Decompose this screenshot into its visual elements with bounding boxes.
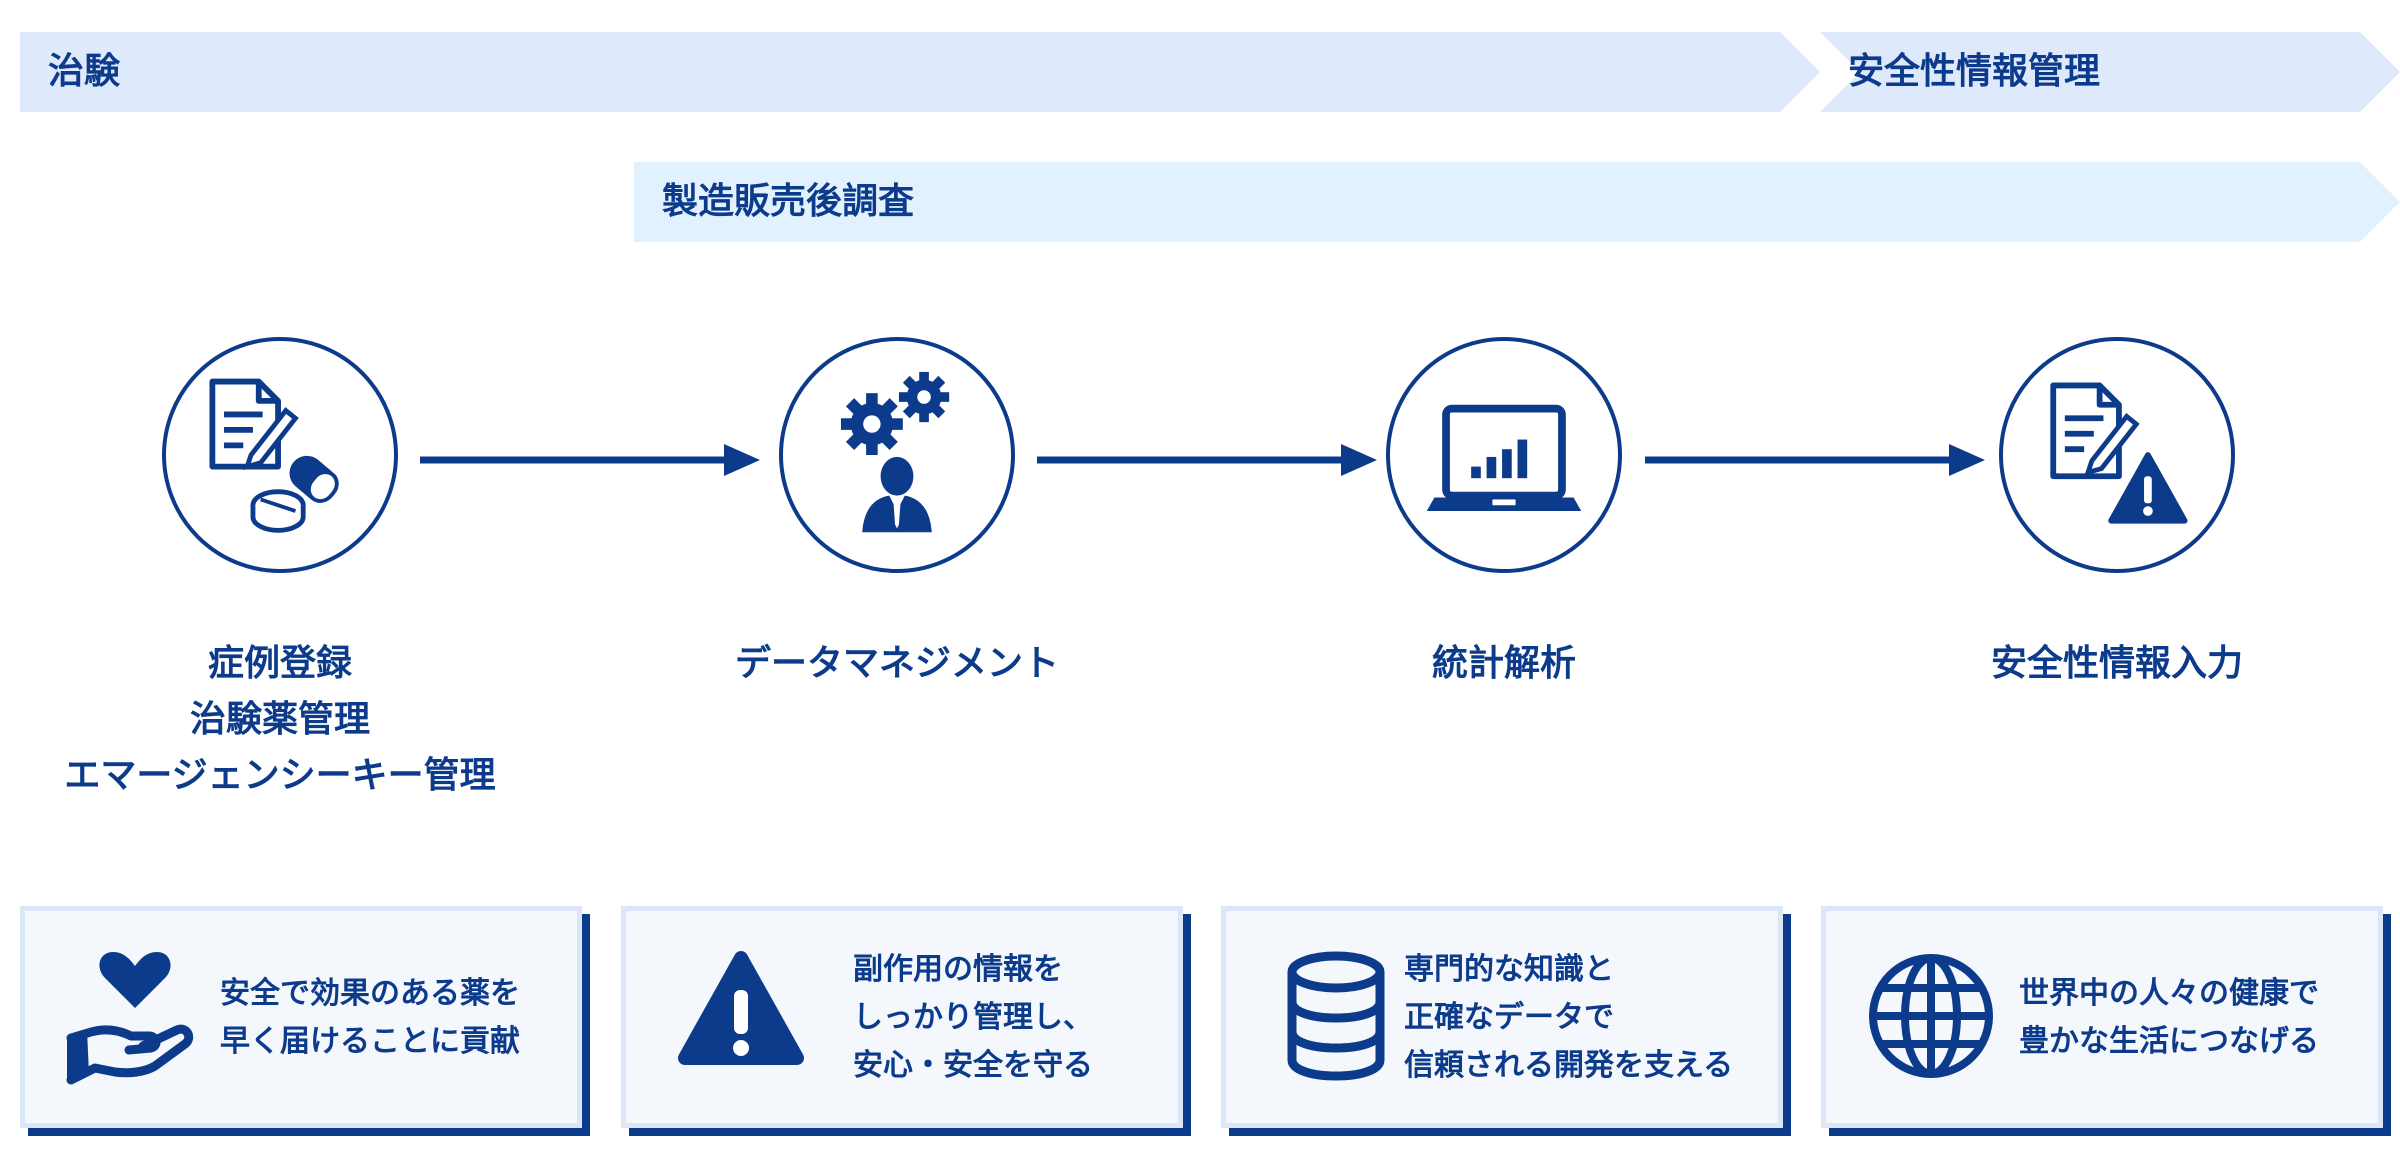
flow-arrow-2 [1037, 444, 1377, 476]
benefit-card-text: 専門的な知識と 正確なデータで 信頼される開発を支える [1404, 946, 1733, 1090]
step-label-data-management: データマネジメント [597, 636, 1197, 692]
benefit-line: 世界中の人々の健康で [2019, 976, 2319, 1011]
step-label-safety-input: 安全性情報入力 [1817, 636, 2400, 692]
step-label-line: 症例登録 [207, 643, 352, 684]
step-label-case-registration: 症例登録 治験薬管理 エマージェンシーキー管理 [0, 636, 580, 804]
flow-arrow-1 [420, 444, 760, 476]
step-label-line: データマネジメント [734, 643, 1059, 684]
benefit-card-2: 副作用の情報を しっかり管理し、 安心・安全を守る [621, 906, 1183, 1128]
phase-band-post-marketing: 製造販売後調査 [634, 162, 2400, 242]
benefit-line: 専門的な知識と [1404, 952, 1614, 987]
step-label-line: 安全性情報入力 [1990, 643, 2243, 684]
step-label-line: 治験薬管理 [189, 699, 370, 740]
benefit-line: 副作用の情報を [853, 952, 1063, 987]
step-label-statistical-analysis: 統計解析 [1204, 636, 1804, 692]
step-circle-data-management [779, 337, 1015, 573]
benefit-line: 信頼される開発を支える [1404, 1048, 1734, 1083]
heart-hand-icon [66, 952, 194, 1085]
benefit-card-4: 世界中の人々の健康で 豊かな生活につなげる [1821, 906, 2383, 1128]
database-icon [1287, 951, 1385, 1081]
benefit-card-1: 安全で効果のある薬を 早く届けることに貢献 [20, 906, 582, 1128]
step-label-line: 統計解析 [1431, 643, 1576, 684]
benefit-card-3: 専門的な知識と 正確なデータで 信頼される開発を支える [1221, 906, 1783, 1128]
step-label-line: エマージェンシーキー管理 [64, 755, 496, 796]
benefit-card-text: 安全で効果のある薬を 早く届けることに貢献 [220, 970, 520, 1066]
benefit-card-text: 世界中の人々の健康で 豊かな生活につなげる [2019, 970, 2319, 1066]
document-pill-icon [209, 378, 339, 533]
step-circle-safety-input [1999, 337, 2235, 573]
benefit-line: 早く届けることに貢献 [220, 1024, 520, 1059]
benefit-line: 安心・安全を守る [853, 1048, 1093, 1083]
phase-band-clinical-trial: 治験 [20, 32, 1820, 112]
phase-label-post-marketing: 製造販売後調査 [662, 181, 915, 222]
gears-person-icon [840, 371, 950, 533]
step-circle-case-registration [162, 337, 398, 573]
globe-icon [1869, 954, 1993, 1078]
phase-label-safety-info: 安全性情報管理 [1848, 51, 2101, 92]
phase-band-safety-info: 安全性情報管理 [1820, 32, 2400, 112]
phase-label-clinical-trial: 治験 [48, 51, 121, 92]
step-circle-statistical-analysis [1386, 337, 1622, 573]
warning-icon [678, 951, 804, 1065]
benefit-line: しっかり管理し、 [853, 1000, 1093, 1035]
laptop-chart-icon [1426, 404, 1582, 512]
benefit-line: 安全で効果のある薬を [220, 976, 520, 1011]
flow-arrow-3 [1645, 444, 1985, 476]
benefit-line: 正確なデータで [1404, 1000, 1614, 1035]
benefit-line: 豊かな生活につなげる [2019, 1024, 2319, 1059]
benefit-card-text: 副作用の情報を しっかり管理し、 安心・安全を守る [853, 946, 1093, 1090]
document-warning-icon [2050, 382, 2188, 524]
